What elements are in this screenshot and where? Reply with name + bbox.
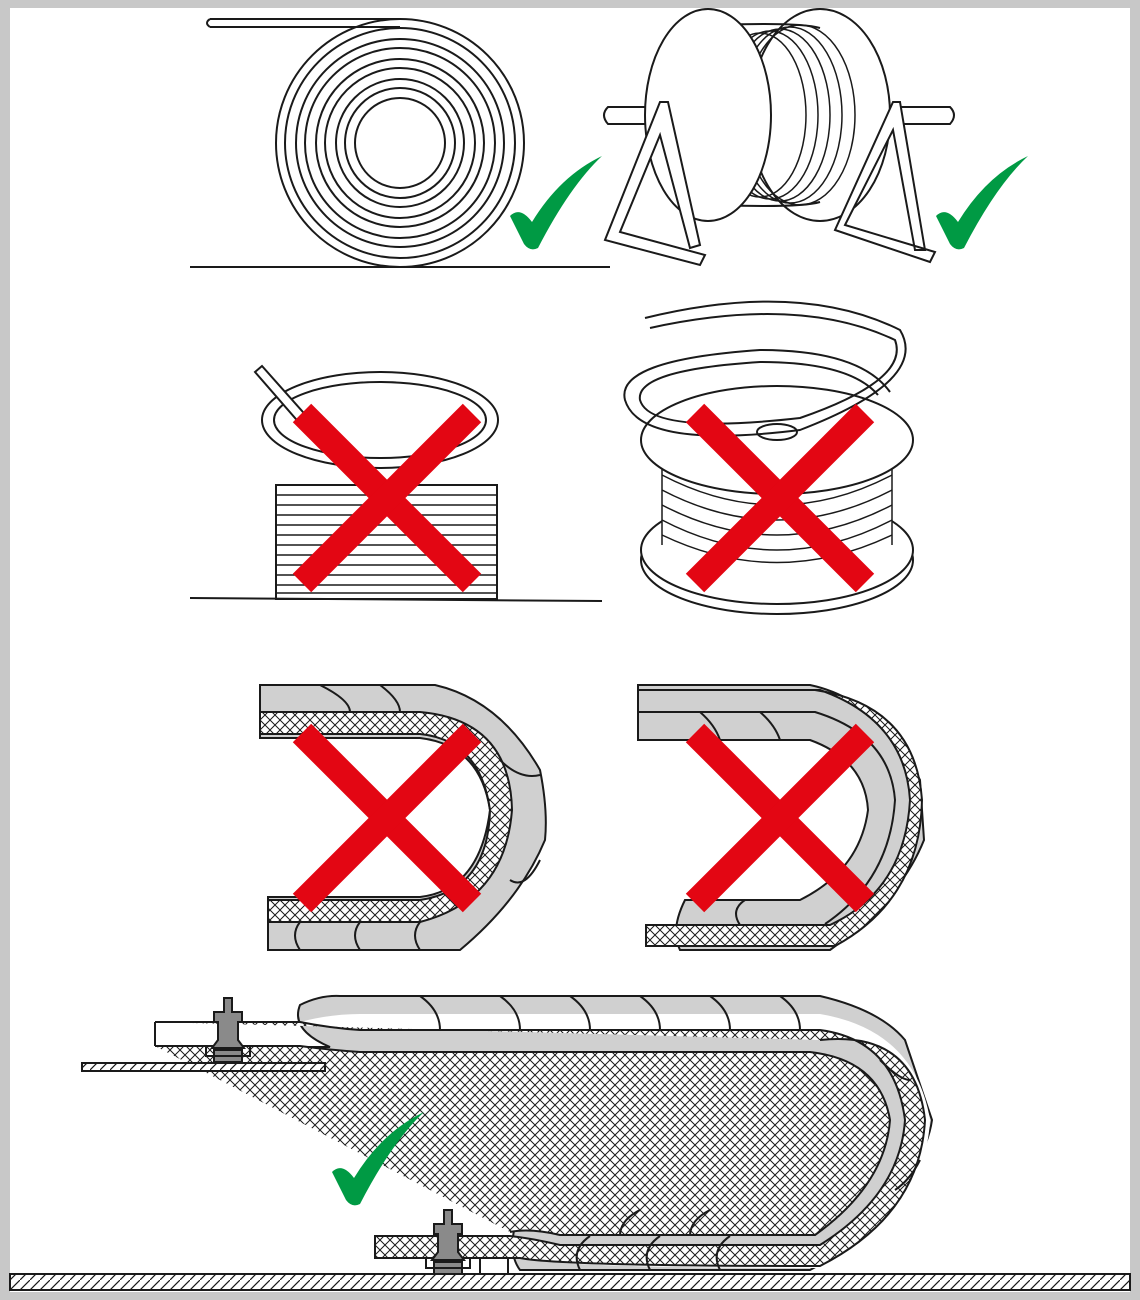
chain-installation [81,994,934,1275]
cable-drum-stand [603,8,955,267]
floor-hatch [9,1273,1131,1291]
cross-icon [302,733,472,903]
cable-drum-loose [623,300,914,615]
clamp-top [205,997,251,1063]
chain-u-left [259,684,547,951]
check-icon [510,156,602,250]
clamp-bottom [425,1209,509,1275]
cable-coil [190,18,610,268]
check-icon [936,156,1028,250]
cross-icon [695,733,865,903]
